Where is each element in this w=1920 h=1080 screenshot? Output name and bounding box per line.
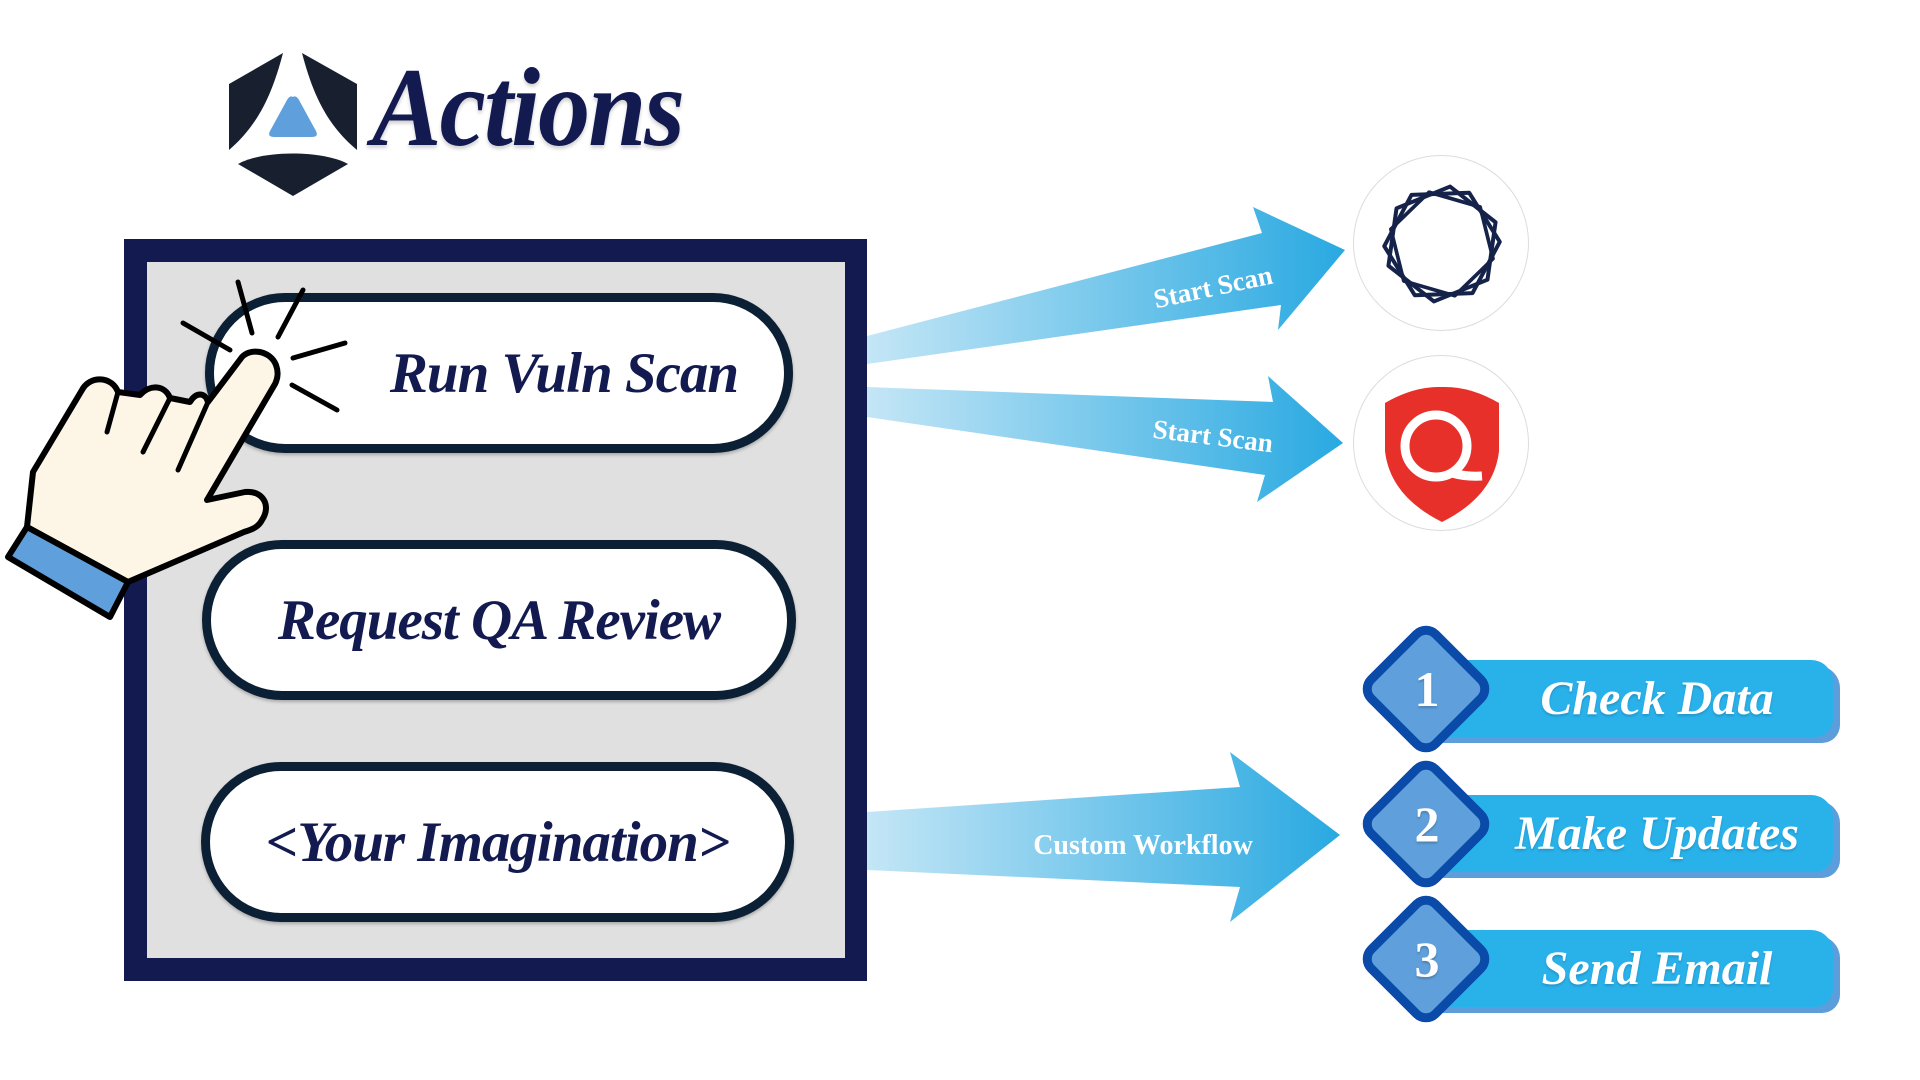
run-vuln-scan-label: Run Vuln Scan xyxy=(389,341,739,405)
step-number: 1 xyxy=(1414,661,1440,717)
workflow-step-2[interactable]: Make Updates 2 xyxy=(1355,753,1847,920)
step-label: Check Data xyxy=(1540,672,1774,725)
interlocked-hexagons-icon xyxy=(1382,184,1502,304)
qualys-shield-q-icon xyxy=(1385,386,1499,522)
run-vuln-scan-button[interactable]: Run Vuln Scan xyxy=(205,293,793,453)
step-number: 2 xyxy=(1414,796,1440,852)
arrow-start-scan-1: Start Scan xyxy=(867,207,1345,364)
step-bar xyxy=(1427,930,1833,1007)
step-bar xyxy=(1427,660,1833,737)
request-qa-review-label: Request QA Review xyxy=(277,588,721,652)
page-title: Actions xyxy=(372,46,685,170)
your-imagination-label: <Your Imagination> xyxy=(265,810,731,874)
step-number: 3 xyxy=(1414,931,1440,987)
step-bar xyxy=(1427,795,1833,872)
workflow-step-3[interactable]: Send Email 3 xyxy=(1355,888,1847,1055)
arrow-label-custom-workflow: Custom Workflow xyxy=(1033,830,1253,861)
arrow-start-scan-2: Start Scan xyxy=(867,376,1343,502)
workflow-step-1[interactable]: Check Data 1 xyxy=(1355,618,1847,785)
actions-logo-icon xyxy=(229,53,357,196)
your-imagination-button[interactable]: <Your Imagination> xyxy=(201,762,794,922)
arrow-custom-workflow: Custom Workflow xyxy=(867,752,1340,922)
step-label: Make Updates xyxy=(1515,807,1799,860)
vendor-hexagon-scanner[interactable] xyxy=(1353,155,1529,331)
request-qa-review-button[interactable]: Request QA Review xyxy=(202,540,796,700)
click-spark-icon xyxy=(180,279,348,413)
vendor-qualys[interactable] xyxy=(1353,355,1529,531)
pointing-hand-click-icon xyxy=(5,279,348,620)
step-label: Send Email xyxy=(1541,942,1773,995)
